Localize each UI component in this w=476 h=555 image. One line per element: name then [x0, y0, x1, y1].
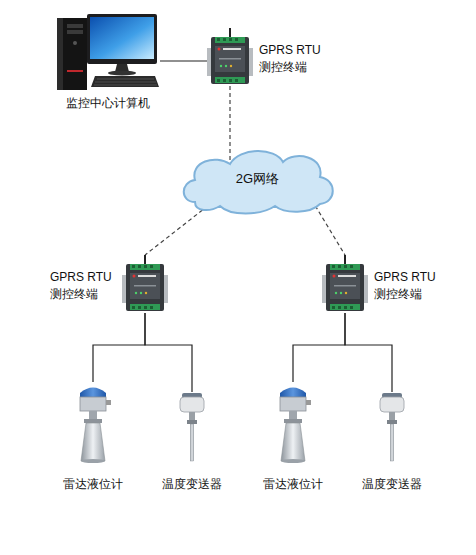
sensor-node: 温度变送器: [177, 392, 207, 462]
label-group: 监控中心计算机: [66, 95, 150, 112]
sensor-illustration: [177, 392, 207, 462]
node-label: 雷达液位计: [263, 476, 323, 493]
wired-link: [93, 313, 145, 382]
sensor-illustration: [377, 392, 407, 462]
sensor-illustration: [274, 382, 312, 464]
rtu-node: GPRS RTU 测控终端: [122, 255, 168, 313]
label-group: GPRS RTU 测控终端: [374, 269, 440, 304]
rtu-illustration: [322, 255, 368, 313]
computer-illustration: [55, 10, 160, 95]
node-label: 2G网络: [236, 170, 279, 189]
network-cloud: 2G网络: [175, 142, 340, 217]
node-label: 温度变送器: [362, 476, 422, 493]
wired-link: [145, 313, 192, 392]
label-group: GPRS RTU 测控终端: [50, 269, 116, 304]
sensor-node: 雷达液位计: [74, 382, 112, 464]
rtu-illustration: [122, 255, 168, 313]
rtu-node: GPRS RTU 测控终端: [322, 255, 368, 313]
sensor-node: 雷达液位计: [274, 382, 312, 464]
node-label: 雷达液位计: [63, 476, 123, 493]
wireless-link: [229, 86, 230, 161]
label-group: GPRS RTU 测控终端: [259, 42, 325, 77]
label-group: 2G网络: [175, 142, 340, 217]
wireless-link: [145, 206, 208, 255]
wired-link: [345, 313, 392, 392]
wireless-link: [315, 206, 345, 255]
sensor-illustration: [74, 382, 112, 464]
node-label: GPRS RTU 测控终端: [50, 269, 116, 304]
node-label: 监控中心计算机: [66, 95, 150, 112]
rtu-illustration: [207, 28, 253, 86]
label-group: 温度变送器: [362, 476, 422, 493]
node-label: GPRS RTU 测控终端: [259, 42, 325, 77]
label-group: 雷达液位计: [63, 476, 123, 493]
label-group: 温度变送器: [162, 476, 222, 493]
computer-node: 监控中心计算机: [55, 10, 160, 95]
node-label: 温度变送器: [162, 476, 222, 493]
wired-link: [160, 60, 207, 61]
label-group: 雷达液位计: [263, 476, 323, 493]
rtu-node: GPRS RTU 测控终端: [207, 28, 253, 86]
wired-link: [293, 313, 345, 382]
sensor-node: 温度变送器: [377, 392, 407, 462]
node-label: GPRS RTU 测控终端: [374, 269, 440, 304]
